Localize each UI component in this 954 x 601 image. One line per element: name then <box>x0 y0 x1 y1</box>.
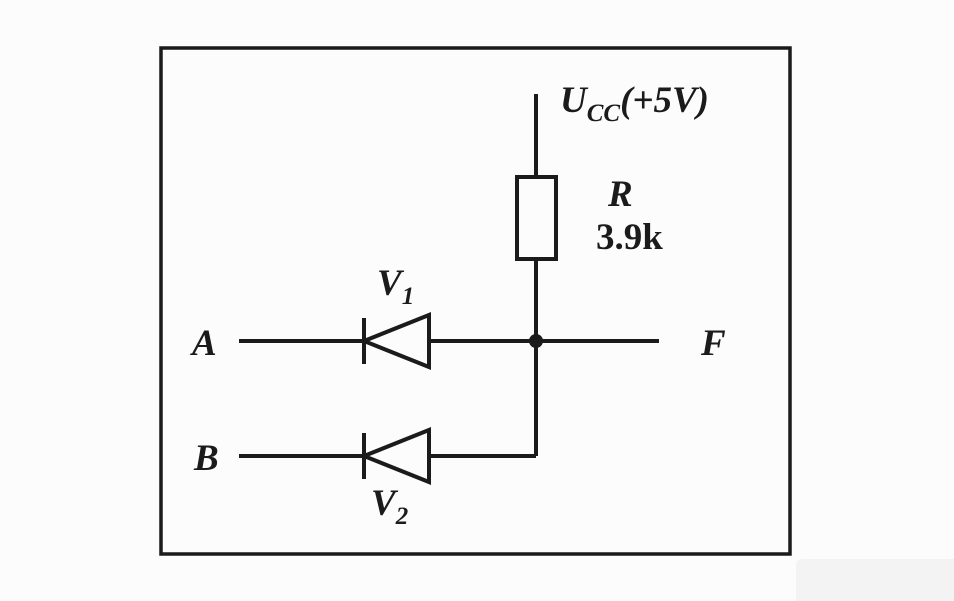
input-a-label: A <box>190 323 217 364</box>
diode-v1-triangle <box>358 312 431 370</box>
diode-v2-label: V2 <box>371 483 408 530</box>
junction-dot <box>529 334 543 348</box>
diode-v2-triangle <box>358 427 431 485</box>
output-f-label: F <box>700 323 726 364</box>
diode-v1-symbol: V <box>377 263 405 304</box>
resistor-body <box>515 175 558 261</box>
diode-v2-symbol: V <box>371 483 399 524</box>
input-b-label: B <box>193 438 219 479</box>
diagram-frame <box>159 46 792 556</box>
supply-label: UCC(+5V) <box>560 80 709 127</box>
supply-subscript: CC <box>587 100 621 127</box>
resistor-name-label: R <box>607 174 633 215</box>
supply-voltage: (+5V) <box>620 80 709 121</box>
supply-symbol: U <box>560 80 589 121</box>
diode-v2-subscript: 2 <box>395 503 409 530</box>
watermark-area <box>796 559 954 601</box>
diode-v1-label: V1 <box>377 263 414 310</box>
diode-v1-subscript: 1 <box>402 283 415 310</box>
resistor-value-label: 3.9k <box>596 217 663 258</box>
